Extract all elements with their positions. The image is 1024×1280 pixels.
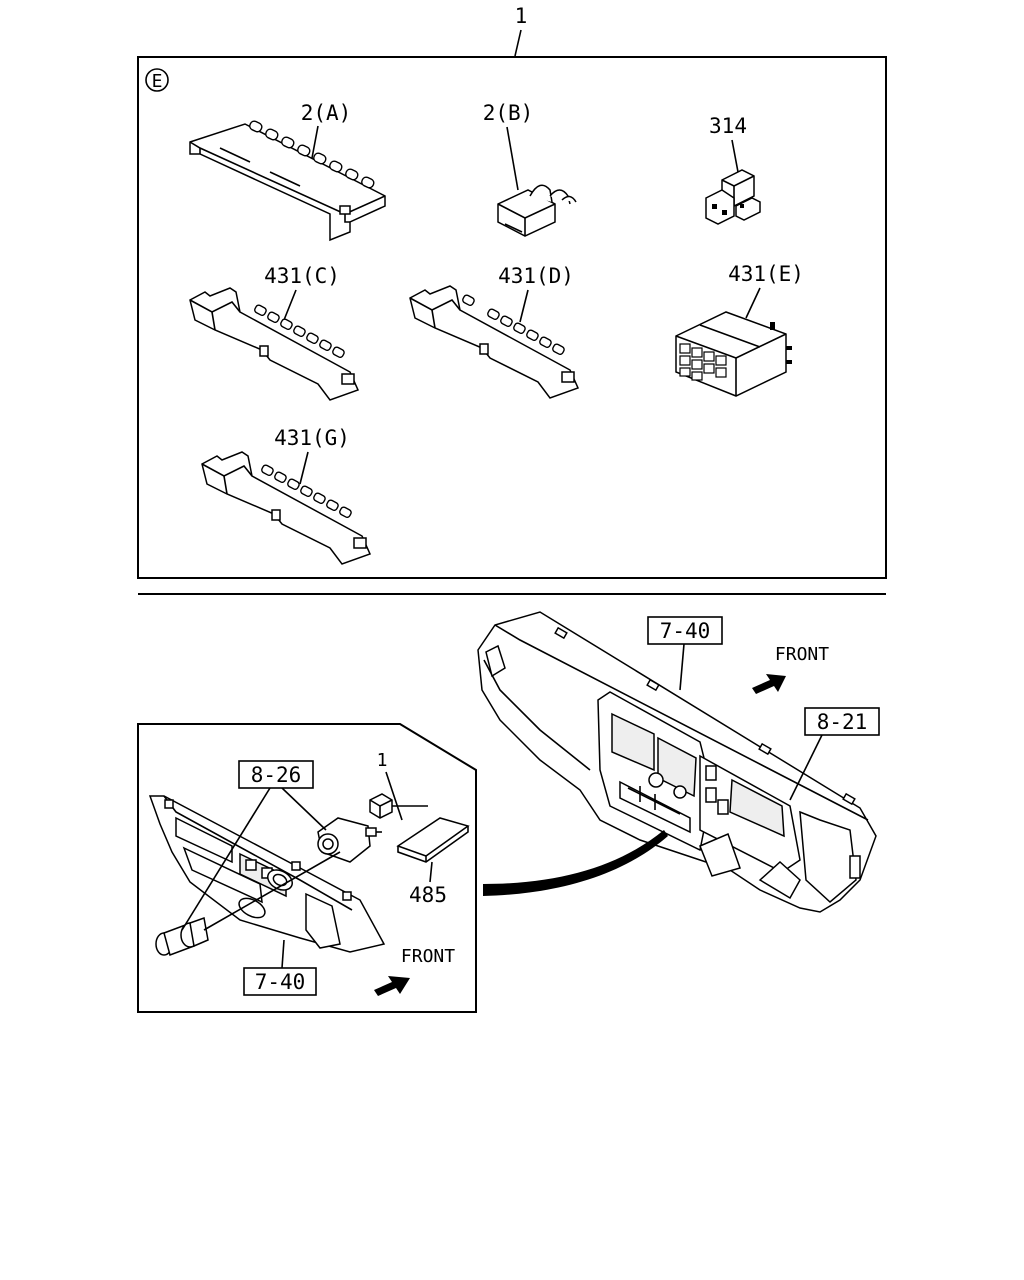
ref-box-8-26: 8-26: [238, 760, 314, 789]
view-marker-e: E: [145, 68, 169, 92]
label-431g: 431(G): [274, 426, 350, 450]
label-431d: 431(D): [498, 264, 574, 288]
cigarette-lighter-knob: [155, 916, 209, 956]
front-arrow-dashboard: [752, 674, 786, 694]
label-314: 314: [709, 114, 747, 138]
ref-box-7-40-panel: 7-40: [243, 967, 317, 996]
connector-2b: [497, 184, 577, 237]
label-431c: 431(C): [264, 264, 340, 288]
label-431e: 431(E): [728, 262, 804, 286]
connector-431d: [409, 285, 580, 399]
bulb-part-1: [369, 793, 428, 819]
dashboard-illustration: [477, 611, 877, 913]
label-front-panel: FRONT: [401, 946, 455, 967]
connector-2a: [189, 120, 386, 242]
label-2b: 2(B): [483, 101, 534, 125]
pad-485: [396, 817, 470, 863]
detail-pointer-curve: [483, 830, 668, 896]
svg-text:8-26: 8-26: [251, 763, 302, 787]
cigarette-lighter-socket: [317, 817, 382, 863]
label-2a: 2(A): [301, 101, 352, 125]
label-detail-1: 1: [377, 750, 388, 771]
label-485: 485: [409, 883, 447, 907]
front-arrow-panel: [374, 976, 410, 996]
svg-text:7-40: 7-40: [255, 970, 306, 994]
ref-box-7-40-dashboard: 7-40: [647, 616, 723, 645]
detail-panel-frame: [137, 723, 477, 1013]
connector-431e: [675, 311, 792, 397]
svg-text:7-40: 7-40: [660, 619, 711, 643]
label-front-dashboard: FRONT: [775, 644, 829, 665]
svg-text:E: E: [152, 71, 163, 92]
ref-box-8-21: 8-21: [804, 707, 880, 736]
relay-314: [705, 169, 761, 225]
connector-431c: [189, 287, 360, 401]
connector-kit-box: [137, 56, 887, 579]
switch-panel-illustration: [148, 795, 386, 953]
svg-text:8-21: 8-21: [817, 710, 868, 734]
label-assembly-1: 1: [515, 4, 528, 28]
connector-431g: [201, 451, 372, 565]
